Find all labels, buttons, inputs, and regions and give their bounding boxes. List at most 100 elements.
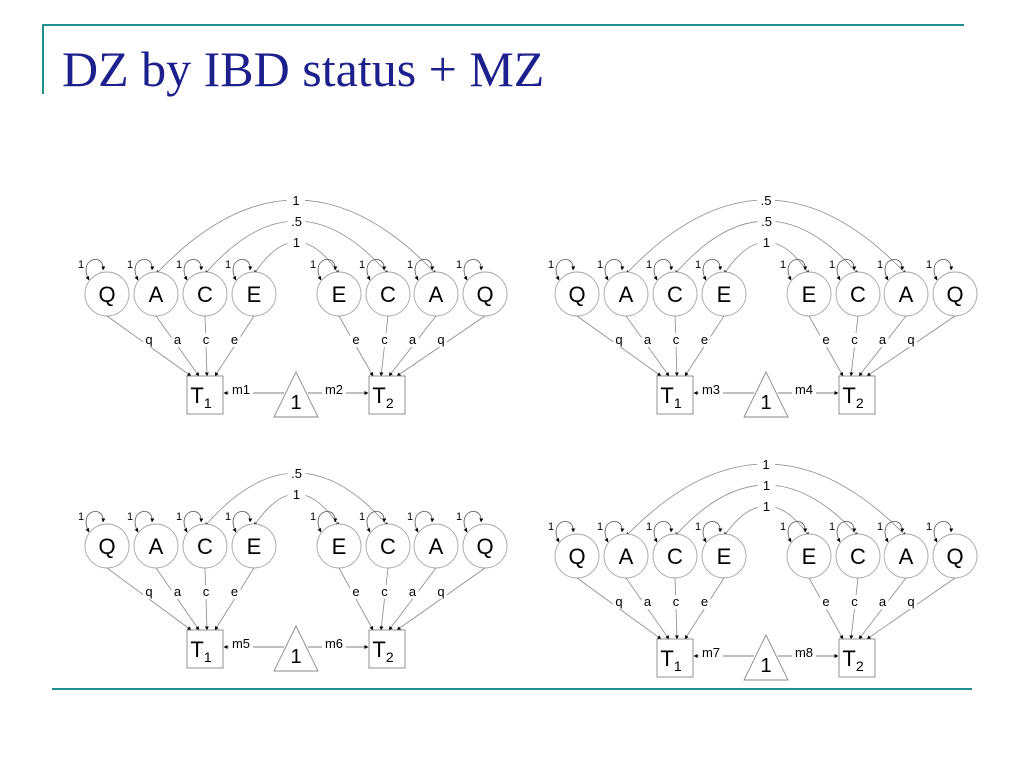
path-label-bg (143, 585, 155, 599)
arc-label: 1 (763, 478, 770, 493)
path-coefficient-label: c (673, 594, 680, 609)
variance-loop (232, 511, 253, 533)
latent-factor-label: E (802, 282, 817, 307)
variance-loop (555, 521, 576, 543)
variance-loop (604, 521, 625, 543)
path-label-bg (876, 333, 889, 347)
path-coefficient-label: e (352, 584, 359, 599)
variance-loop (183, 259, 204, 281)
latent-factor-label: Q (568, 282, 585, 307)
path-coefficient-label: q (907, 594, 914, 609)
latent-factor-label: E (247, 282, 262, 307)
mean-constant-label: 1 (760, 392, 771, 414)
latent-factor-label: A (619, 282, 634, 307)
mean-label-bg (792, 383, 816, 397)
twin-letter: T (372, 383, 385, 408)
mean-label-bg (699, 383, 723, 397)
variance-label: 1 (359, 259, 365, 271)
variance-label: 1 (78, 511, 84, 523)
twin-label: T1 (190, 383, 211, 411)
variance-loop (787, 521, 808, 543)
path-coefficient-label: e (231, 332, 238, 347)
mean-constant-label: 1 (290, 392, 301, 414)
variance-label: 1 (829, 259, 835, 271)
twin-subscript: 2 (386, 395, 394, 411)
latent-factor-label: A (429, 534, 444, 559)
twin-subscript: 1 (674, 658, 682, 674)
twin-letter: T (842, 646, 855, 671)
path-coefficient-label: a (644, 332, 652, 347)
variance-loop (183, 511, 204, 533)
variance-label: 1 (695, 259, 701, 271)
path-label-bg (641, 333, 654, 347)
mean-label-bg (322, 637, 346, 651)
latent-factor-label: Q (476, 282, 493, 307)
variance-label: 1 (456, 259, 462, 271)
variance-label: 1 (359, 511, 365, 523)
variance-label: 1 (877, 259, 883, 271)
variance-loop (134, 259, 155, 281)
twin-letter: T (660, 383, 673, 408)
variance-label: 1 (78, 259, 84, 271)
variance-label: 1 (127, 259, 133, 271)
twin-letter: T (372, 637, 385, 662)
left-accent-rule (42, 24, 44, 94)
twin-letter: T (660, 646, 673, 671)
mean-left-label: m7 (702, 645, 720, 660)
path-label-bg (171, 585, 184, 599)
path-coefficient-label: a (174, 332, 182, 347)
variance-loop (653, 521, 674, 543)
twin-label: T1 (660, 646, 681, 674)
arc-label: 1 (292, 193, 299, 208)
path-coefficient-label: q (437, 332, 444, 347)
latent-factor-label: A (149, 534, 164, 559)
path-label-bg (641, 595, 654, 609)
path-label-bg (848, 595, 861, 609)
variance-loop (317, 259, 338, 281)
path-label-bg (143, 333, 155, 347)
path-coefficient-label: q (615, 594, 622, 609)
variance-label: 1 (695, 521, 701, 533)
variance-loop (787, 259, 808, 281)
variance-label: 1 (176, 511, 182, 523)
variance-loop (463, 511, 484, 533)
latent-factor-label: C (667, 282, 683, 307)
path-coefficient-label: e (231, 584, 238, 599)
mean-constant-label: 1 (760, 655, 771, 677)
latent-factor-label: Q (98, 534, 115, 559)
mean-right-label: m6 (325, 636, 343, 651)
mean-label-bg (699, 646, 723, 660)
twin-subscript: 2 (856, 658, 864, 674)
variance-label: 1 (926, 521, 932, 533)
path-coefficient-label: c (673, 332, 680, 347)
variance-loop (366, 511, 387, 533)
path-label-bg (378, 333, 391, 347)
twin-observed-box (656, 638, 694, 678)
latent-factor-label: A (899, 282, 914, 307)
path-coefficient-label: q (437, 584, 444, 599)
twin-subscript: 2 (386, 649, 394, 665)
variance-label: 1 (646, 521, 652, 533)
path-coefficient-label: c (851, 594, 858, 609)
path-coefficient-label: e (822, 332, 829, 347)
twin-label: T2 (372, 383, 393, 411)
arc-label: 1 (293, 235, 300, 250)
path-label-bg (876, 595, 889, 609)
path-label-bg (613, 595, 625, 609)
variance-loop (702, 259, 723, 281)
mean-constant-triangle (273, 624, 319, 672)
path-label-bg (171, 333, 184, 347)
path-label-bg (670, 333, 682, 347)
twin-letter: T (190, 383, 203, 408)
arc-label: .5 (761, 214, 772, 229)
variance-loop (366, 259, 387, 281)
arc-label: 1 (293, 487, 300, 502)
variance-label: 1 (407, 511, 413, 523)
variance-loop (134, 511, 155, 533)
latent-factor-label: C (197, 282, 213, 307)
latent-factor-label: E (717, 282, 732, 307)
path-label-bg (905, 333, 917, 347)
